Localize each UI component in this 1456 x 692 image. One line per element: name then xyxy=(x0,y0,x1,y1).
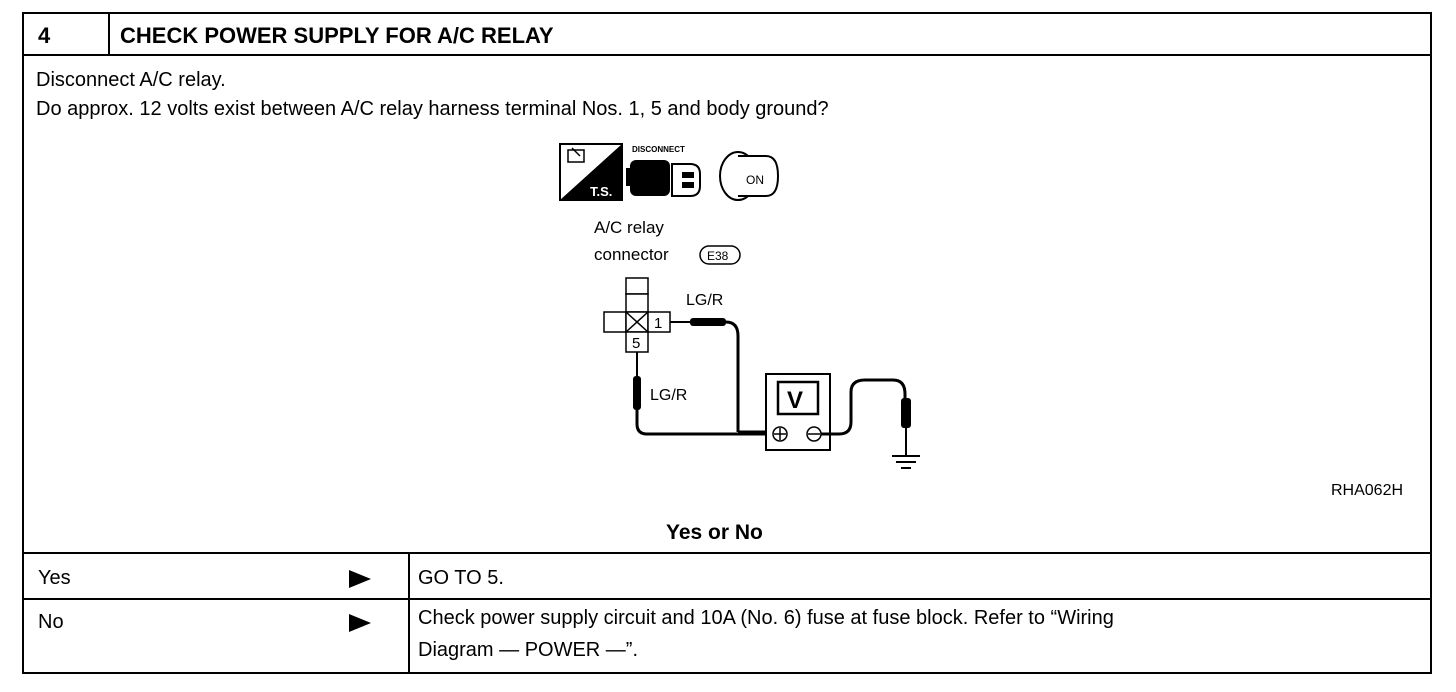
ground-probe-wire xyxy=(821,378,911,456)
yes-no-question: Yes or No xyxy=(666,521,763,544)
results-column-divider xyxy=(408,552,410,674)
wire-label-top: LG/R xyxy=(686,292,723,309)
no-arrow-icon xyxy=(349,614,371,632)
terminal-1-label: 1 xyxy=(654,315,662,332)
terminal-5-label: 5 xyxy=(632,335,640,352)
instruction-line-1: Disconnect A/C relay. xyxy=(36,69,226,91)
connector-code-badge: E38 xyxy=(699,245,741,265)
meter-symbol: V xyxy=(787,387,803,414)
result-action-no-line-1: Check power supply circuit and 10A (No. … xyxy=(418,607,1114,629)
connector-code: E38 xyxy=(707,249,729,263)
result-action-no-line-2: Diagram — POWER —”. xyxy=(418,639,639,661)
probe-wire-terminal-5 xyxy=(633,352,766,436)
ts-tool-icon: T.S. xyxy=(559,143,623,201)
results-row-divider xyxy=(24,598,1430,600)
ignition-on-icon: ON xyxy=(719,151,780,201)
ts-label: T.S. xyxy=(590,184,612,199)
on-label: ON xyxy=(746,173,764,187)
step-number: 4 xyxy=(38,23,51,48)
probe-wire-terminal-1 xyxy=(670,318,766,434)
step-title: CHECK POWER SUPPLY FOR A/C RELAY xyxy=(120,23,554,48)
relay-connector-icon: 1 5 xyxy=(603,277,671,353)
results-top-divider xyxy=(24,552,1430,554)
instruction-line-2: Do approx. 12 volts exist between A/C re… xyxy=(36,98,829,120)
result-answer-yes: Yes xyxy=(38,567,71,589)
voltmeter-icon: V xyxy=(765,373,831,451)
result-action-yes: GO TO 5. xyxy=(418,567,504,589)
disconnect-connector-icon: DISCONNECT xyxy=(626,145,701,197)
figure-code: RHA062H xyxy=(1331,482,1403,499)
connector-label-line-2: connector xyxy=(594,245,669,264)
header-divider xyxy=(24,54,1430,56)
result-answer-no: No xyxy=(38,611,64,633)
procedure-table: 4 CHECK POWER SUPPLY FOR A/C RELAY Disco… xyxy=(22,12,1432,674)
wire-label-side: LG/R xyxy=(650,387,687,404)
disconnect-label: DISCONNECT xyxy=(632,145,685,154)
header-column-divider xyxy=(108,14,110,54)
connector-label-line-1: A/C relay xyxy=(594,218,664,237)
ground-symbol-icon xyxy=(892,455,920,469)
yes-arrow-icon xyxy=(349,570,371,588)
